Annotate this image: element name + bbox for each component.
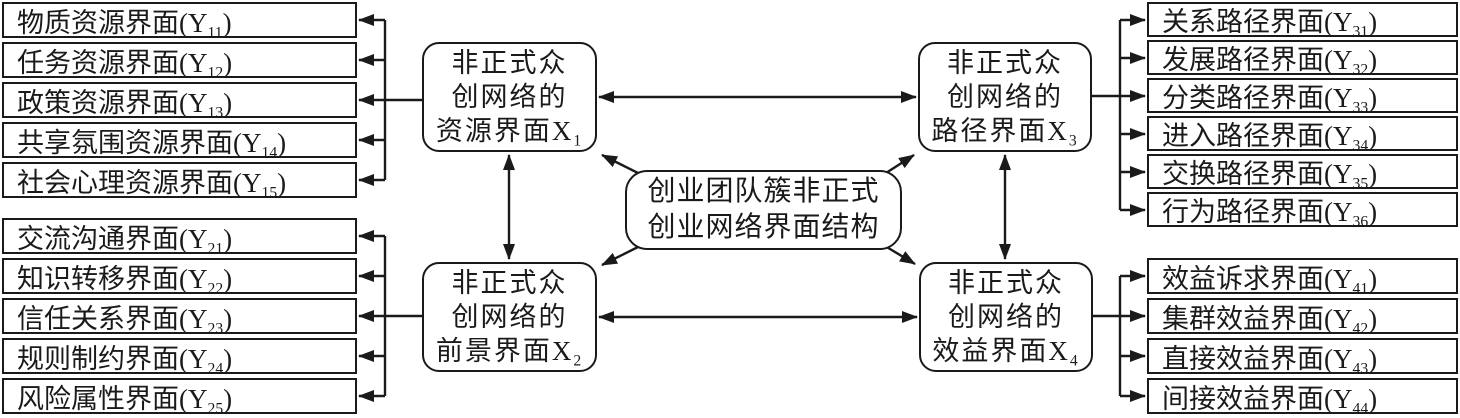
list-item: 政策资源界面(Y13)	[2, 82, 357, 121]
node-x3-line: 非正式众	[947, 48, 1063, 78]
list-item-label: 交换路径界面(Y35)	[1162, 159, 1378, 193]
list-item: 间接效益界面(Y44)	[1147, 378, 1458, 417]
node-x1: 非正式众 创网络的 资源界面X1	[422, 42, 597, 152]
list-item-label: 风险属性界面(Y25)	[17, 383, 233, 417]
list-item-label: 关系路径界面(Y31)	[1162, 7, 1378, 41]
list-item-label: 分类路径界面(Y33)	[1162, 83, 1378, 117]
node-x1-line: 资源界面X1	[435, 116, 584, 150]
right-top-bracket	[1088, 14, 1146, 216]
list-right-bottom: 效益诉求界面(Y41) 集群效益界面(Y42) 直接效益界面(Y43) 间接效益…	[1147, 258, 1458, 417]
list-item: 行为路径界面(Y36)	[1147, 192, 1458, 231]
list-item: 社会心理资源界面(Y15)	[2, 162, 357, 201]
center-node-line: 创业网络界面结构	[647, 212, 880, 243]
list-item: 发展路径界面(Y32)	[1147, 40, 1458, 79]
list-item-label: 效益诉求界面(Y41)	[1162, 263, 1378, 297]
list-item-label: 集群效益界面(Y42)	[1162, 303, 1378, 337]
node-x2: 非正式众 创网络的 前景界面X2	[422, 262, 597, 372]
node-x2-line: 非正式众	[451, 268, 568, 298]
list-item: 共享氛围资源界面(Y14)	[2, 122, 357, 161]
node-x3-line: 创网络的	[947, 82, 1063, 112]
node-x2-line: 创网络的	[451, 302, 568, 332]
list-item-label: 进入路径界面(Y34)	[1162, 121, 1378, 155]
list-item-label: 信任关系界面(Y23)	[17, 303, 233, 337]
node-x2-line: 前景界面X2	[435, 336, 584, 370]
right-bottom-bracket	[1089, 270, 1146, 402]
node-x3: 非正式众 创网络的 路径界面X3	[918, 42, 1092, 152]
node-x3-line: 路径界面X3	[931, 116, 1079, 150]
list-item: 信任关系界面(Y23)	[2, 298, 357, 337]
list-left-top: 物质资源界面(Y11) 任务资源界面(Y12) 政策资源界面(Y13) 共享氛围…	[2, 2, 357, 201]
center-node-line: 创业团队簇非正式	[647, 176, 880, 207]
node-x1-line: 非正式众	[451, 48, 568, 78]
list-item-label: 共享氛围资源界面(Y14)	[17, 127, 287, 161]
list-item: 效益诉求界面(Y41)	[1147, 258, 1458, 297]
list-right-top: 关系路径界面(Y31) 发展路径界面(Y32) 分类路径界面(Y33) 进入路径…	[1147, 2, 1458, 231]
list-item: 规则制约界面(Y24)	[2, 338, 357, 377]
list-item: 任务资源界面(Y12)	[2, 42, 357, 81]
left-top-bracket	[358, 14, 426, 186]
list-item: 集群效益界面(Y42)	[1147, 298, 1458, 337]
list-item: 直接效益界面(Y43)	[1147, 338, 1458, 377]
list-item-label: 物质资源界面(Y11)	[17, 7, 232, 41]
list-item: 物质资源界面(Y11)	[2, 2, 357, 41]
list-item: 进入路径界面(Y34)	[1147, 116, 1458, 155]
list-item-label: 任务资源界面(Y12)	[17, 47, 233, 81]
list-item-label: 知识转移界面(Y22)	[17, 263, 233, 297]
list-item-label: 间接效益界面(Y44)	[1162, 383, 1378, 417]
list-item: 风险属性界面(Y25)	[2, 378, 357, 417]
list-item: 交换路径界面(Y35)	[1147, 154, 1458, 193]
node-x1-line: 创网络的	[451, 82, 568, 112]
list-item: 关系路径界面(Y31)	[1147, 2, 1458, 41]
node-x4: 非正式众 创网络的 效益界面X4	[919, 262, 1093, 372]
list-item-label: 政策资源界面(Y13)	[17, 87, 233, 121]
node-x4-line: 创网络的	[948, 302, 1064, 332]
list-item-label: 直接效益界面(Y43)	[1162, 343, 1378, 377]
list-left-bottom: 交流沟通界面(Y21) 知识转移界面(Y22) 信任关系界面(Y23) 规则制约…	[2, 218, 357, 417]
center-node: 创业团队簇非正式 创业网络界面结构	[625, 170, 902, 250]
list-item: 知识转移界面(Y22)	[2, 258, 357, 297]
list-item-label: 规则制约界面(Y24)	[17, 343, 233, 377]
list-item: 分类路径界面(Y33)	[1147, 78, 1458, 117]
list-item-label: 行为路径界面(Y36)	[1162, 197, 1378, 231]
list-item-label: 发展路径界面(Y32)	[1162, 45, 1378, 79]
list-item-label: 社会心理资源界面(Y15)	[17, 167, 287, 201]
left-bottom-bracket	[358, 230, 426, 402]
list-item-label: 交流沟通界面(Y21)	[17, 223, 233, 257]
node-x4-line: 非正式众	[948, 268, 1064, 298]
list-item: 交流沟通界面(Y21)	[2, 218, 357, 257]
node-x4-line: 效益界面X4	[932, 336, 1080, 370]
